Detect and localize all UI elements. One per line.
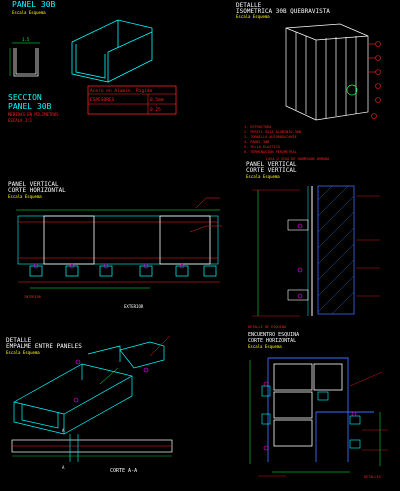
pvh-line2: CORTE HORIZONTAL [8, 187, 66, 194]
panel30b-dim-label: 1.5 [22, 37, 30, 42]
encuentro-esquina-group: DETALLE DE ESQUINA ENCUENTRO ESQUINA COR… [248, 325, 388, 479]
panel-vertical-vertical-group: LOSA O VIGA DE HORMIGON ARMADO PANEL VER… [246, 157, 380, 317]
spec-table-row1-label: ESPESORES [90, 97, 115, 103]
panel30b-isometric-channel [71, 19, 153, 83]
empalme-line1: DETALLE [6, 337, 32, 344]
corte-aa-label: CORTE A-A [110, 468, 137, 474]
iso-note-6: 6. TERMINACION PERIMETRAL [244, 150, 297, 154]
pvv-top-note: LOSA O VIGA DE HORMIGON ARMADO [266, 157, 329, 161]
encuentro-subtitle: Escala Esquema [248, 344, 282, 349]
detalle-iso-line2: ISOMETRICA 30B QUEBRAVISTA [236, 8, 330, 15]
pvh-panel-block-1 [43, 215, 95, 265]
seccion-title-group: SECCION PANEL 30B MEDIDAS EN MILIMETROS … [8, 93, 59, 123]
isometric-callout-markers [368, 41, 381, 119]
panel30b-u-profile [13, 48, 39, 77]
seccion-line1: SECCION [8, 93, 42, 102]
empalme-channel-iso [13, 341, 165, 435]
iso-note-2: 2. PERFIL GUIA ALUMINIO 30B [244, 130, 301, 134]
corte-aa-marker-bottom: A [62, 465, 65, 470]
pvh-clips-row [29, 265, 217, 277]
iso-note-1: 1. ESTRUCTURA [244, 125, 272, 129]
isometric-notes-list: 1. ESTRUCTURA 2. PERFIL GUIA ALUMINIO 30… [244, 125, 301, 154]
empalme-line2: EMPALME ENTRE PANELES [6, 343, 82, 350]
detalle-iso-line1: DETALLE [236, 2, 262, 9]
encuentro-dims [249, 360, 381, 473]
seccion-line3: MEDIDAS EN MILIMETROS [8, 112, 59, 117]
panel-vertical-horizontal-group: PANEL VERTICAL CORTE HORIZONTAL Escala E… [8, 181, 222, 309]
detalle-isometrica-group: DETALLE ISOMETRICA 30B QUEBRAVISTA Escal… [236, 2, 381, 154]
encuentro-markers [263, 381, 357, 451]
spec-table-row1-value: 0.5mm [150, 97, 164, 103]
seccion-line2: PANEL 30B [8, 102, 52, 111]
encuentro-panels [273, 363, 343, 447]
pvh-clip-markers [33, 263, 185, 269]
pvh-subtitle: Escala Esquema [8, 194, 42, 199]
panel30b-section-group: PANEL 30B Escala Esquema 1.5 [9, 0, 153, 83]
spec-table-header: Acero en Alumin. Rigido [90, 88, 153, 94]
detalle-empalme-group: DETALLE EMPALME ENTRE PANELES Escala Esq… [6, 335, 171, 435]
spec-table-row2-value: 0.25 [150, 107, 161, 113]
detalle-iso-subtitle: Escala Esquema [236, 14, 270, 19]
pvv-callout-markers [297, 223, 303, 299]
spec-table: Acero en Alumin. Rigido ESPESORES 0.5mm … [87, 85, 177, 115]
pvh-panel-block-2 [159, 215, 211, 265]
encuentro-blue-frame [267, 357, 374, 462]
empalme-markers [73, 359, 149, 403]
encuentro-line2: CORTE HORIZONTAL [248, 338, 296, 344]
pvh-wall-outline [17, 215, 219, 265]
seccion-line4: ESCALA 1:1 [8, 118, 33, 123]
panel30b-title: PANEL 30B [12, 0, 56, 9]
pvv-slab-hatch [317, 185, 355, 315]
encuentro-note: DETALLE DE ESQUINA [248, 325, 287, 329]
isometric-wall-panels [285, 23, 369, 121]
iso-detail-circle [346, 84, 358, 96]
pvv-subtitle: Escala Esquema [246, 174, 280, 179]
footer-note: DETALLES [364, 475, 381, 479]
iso-note-4: 4. PANEL 30B [244, 140, 269, 144]
empalme-subtitle: Escala Esquema [6, 350, 40, 355]
pvh-label-interior: INTERIOR [24, 295, 42, 299]
corte-aa-marker-top: A [62, 428, 65, 433]
pvv-line1: PANEL VERTICAL [246, 161, 297, 168]
spec-table-border [87, 85, 177, 115]
pvv-slab [317, 185, 355, 315]
iso-note-5: 5. SELLO ELASTICO [244, 145, 280, 149]
pvh-line1: PANEL VERTICAL [8, 181, 59, 188]
encuentro-line1: ENCUENTRO ESQUINA [248, 332, 299, 338]
panel30b-subtitle: Escala Esquema [12, 10, 46, 15]
iso-note-3: 3. TORNILLO AUTORROSCANTE [244, 135, 297, 139]
pvh-label-exterior: EXTERIOR [124, 304, 144, 309]
pvv-line2: CORTE VERTICAL [246, 167, 297, 174]
corte-aa-group: A A CORTE A-A [11, 428, 173, 474]
pvv-leader-notes [356, 195, 380, 297]
encuentro-leaders [258, 371, 388, 477]
